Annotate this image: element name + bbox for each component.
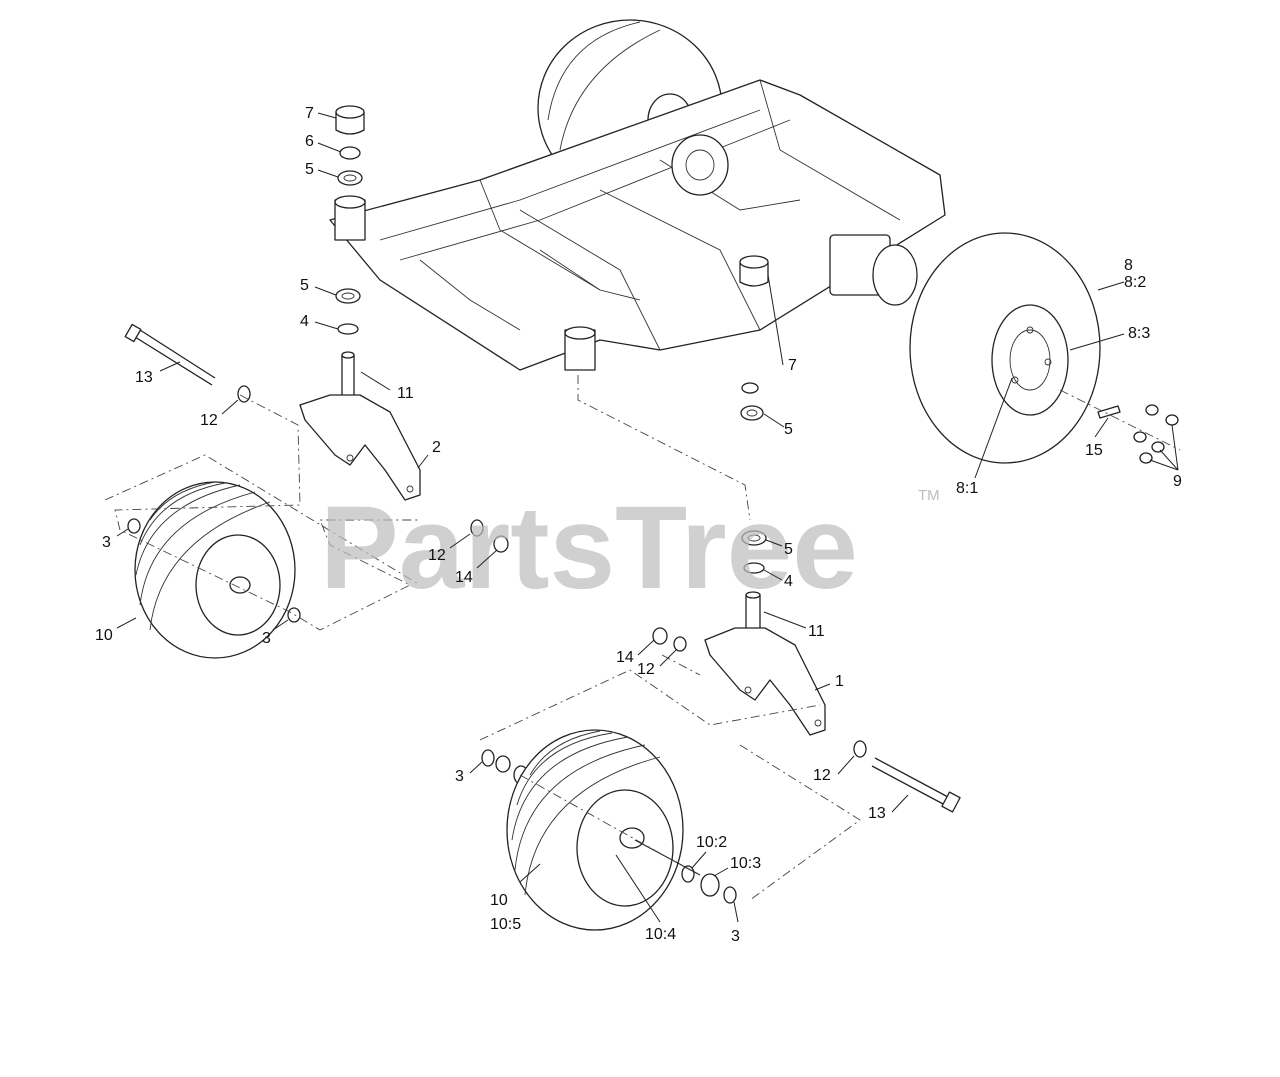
callout-15: 15 [1085,442,1103,459]
callouts: 7 6 5 5 4 13 12 11 2 3 3 10 12 14 7 5 8 … [95,105,1182,945]
leader-lines [116,112,1179,923]
callout-6: 6 [305,133,314,150]
callout-8-3: 8:3 [1128,325,1150,342]
callout-3: 3 [731,928,740,945]
callout-10: 10 [490,892,508,909]
callout-1: 1 [835,673,844,690]
callout-8: 8 [1124,257,1133,274]
callout-8-2: 8:2 [1124,274,1146,291]
callout-12: 12 [637,661,655,678]
callout-10: 10 [95,627,113,644]
callout-13: 13 [868,805,886,822]
callout-13: 13 [135,369,153,386]
trademark-mark: TM [918,487,940,504]
callout-3: 3 [455,768,464,785]
callout-10-4: 10:4 [645,926,676,943]
callout-4: 4 [784,573,793,590]
callout-5: 5 [784,421,793,438]
watermark-text: PartsTree [320,482,858,614]
watermark: PartsTree TM [320,482,940,614]
callout-5: 5 [300,277,309,294]
callout-12: 12 [813,767,831,784]
callout-10-3: 10:3 [730,855,761,872]
rear-right-wheel [909,232,1181,464]
callout-3: 3 [262,630,271,647]
callout-12: 12 [200,412,218,429]
callout-4: 4 [300,313,309,330]
callout-8-1: 8:1 [956,480,978,497]
callout-10-2: 10:2 [696,834,727,851]
callout-2: 2 [432,439,441,456]
callout-10-5: 10:5 [490,916,521,933]
left-caster-stack [104,105,509,659]
callout-12: 12 [428,547,446,564]
callout-5: 5 [784,541,793,558]
callout-3: 3 [102,534,111,551]
callout-7: 7 [305,105,314,122]
right-caster-upper [577,255,769,521]
callout-7: 7 [788,357,797,374]
callout-11: 11 [808,623,825,640]
chassis-frame [329,19,946,371]
callout-11: 11 [397,385,414,402]
callout-9: 9 [1173,473,1182,490]
right-caster-stack [479,530,961,931]
callout-14: 14 [616,649,634,666]
callout-5: 5 [305,161,314,178]
callout-14: 14 [455,569,473,586]
